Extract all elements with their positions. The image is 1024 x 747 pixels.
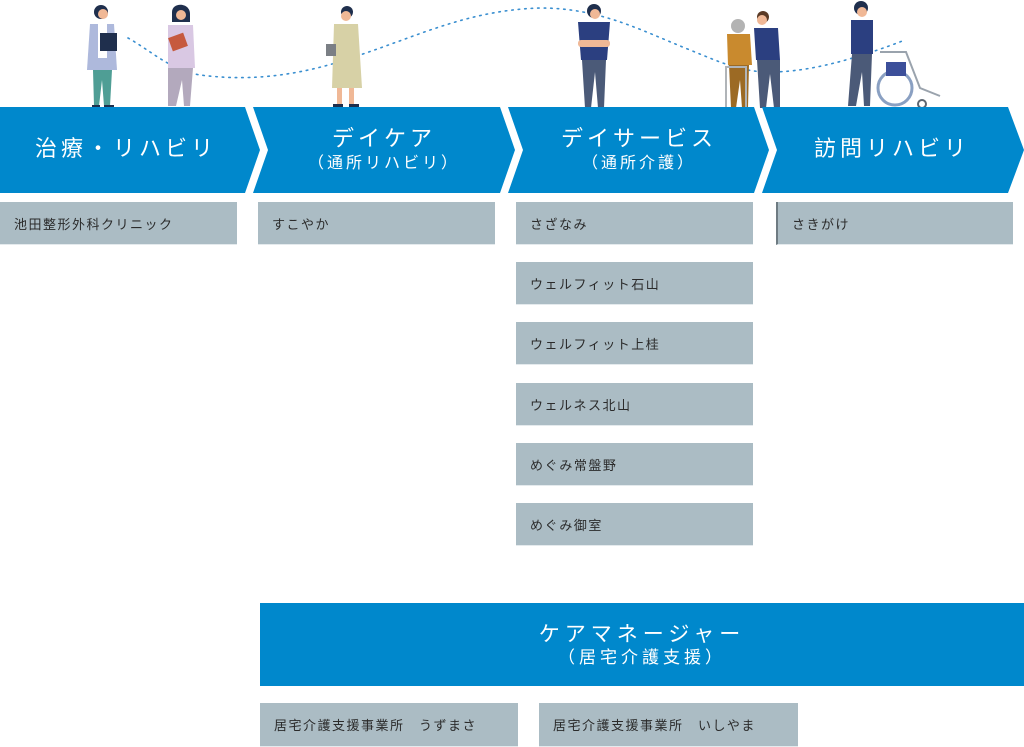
stage-treatment: 治療・リハビリ: [0, 107, 252, 193]
care-flow-illustration: [87, 1, 941, 110]
facility-sazanami[interactable]: さざなみ: [516, 202, 753, 245]
nurse-figure-icon: [168, 4, 195, 106]
facility-name: ウェルネス北山: [530, 398, 632, 414]
stage-chevron-dayservice: [508, 107, 769, 193]
office-name: 居宅介護支援事業所 いしやま: [553, 719, 756, 734]
stage-visit-rehab: 訪問リハビリ: [770, 107, 1014, 193]
facility-wellfit-ishiyama[interactable]: ウェルフィット石山: [516, 262, 753, 305]
dotted-connection-path: [127, 7, 906, 79]
wheelchair-figure-icon: [848, 1, 941, 109]
facility-name: めぐみ御室: [530, 518, 603, 534]
stage-chevron-daycare: [253, 107, 515, 193]
facility-sukoyaka[interactable]: すこやか: [258, 202, 495, 245]
caregiver-figure-icon: [578, 4, 610, 108]
facility-wellness-kitayama[interactable]: ウェルネス北山: [516, 383, 753, 426]
stage-title: デイケア: [331, 127, 436, 152]
facility-name: すこやか: [272, 217, 331, 233]
facility-ikeda-clinic[interactable]: 池田整形外科クリニック: [0, 202, 237, 245]
care-manager-subtitle: （居宅介護支援）: [558, 647, 726, 668]
elderly-walker-figure-icon: [725, 11, 780, 110]
stage-chevrons: [0, 107, 1024, 193]
facility-sakigake[interactable]: さきがけ: [776, 202, 1013, 245]
stage-title: デイサービス: [560, 127, 717, 152]
facility-wellfit-kamikatsura[interactable]: ウェルフィット上桂: [516, 322, 753, 365]
stage-dayservice: デイサービス （通所介護）: [516, 107, 762, 193]
facility-name: さざなみ: [530, 217, 589, 233]
stage-daycare: デイケア （通所リハビリ）: [262, 107, 506, 193]
stage-title: 治療・リハビリ: [34, 137, 217, 162]
office-ishiyama[interactable]: 居宅介護支援事業所 いしやま: [539, 703, 798, 747]
facility-megumi-tokiwano[interactable]: めぐみ常盤野: [516, 443, 753, 486]
office-uzumasa[interactable]: 居宅介護支援事業所 うずまさ: [260, 703, 518, 747]
facility-name: ウェルフィット上桂: [530, 337, 661, 353]
doctor-figure-icon: [87, 5, 117, 108]
facility-name: めぐみ常盤野: [530, 458, 618, 474]
stage-subtitle: （通所介護）: [581, 153, 696, 172]
stage-chevron-visit-rehab: [762, 107, 1024, 193]
care-manager-banner: ケアマネージャー （居宅介護支援）: [260, 603, 1024, 686]
care-manager-title: ケアマネージャー: [538, 621, 746, 646]
office-name: 居宅介護支援事業所 うずまさ: [274, 719, 478, 734]
facility-name: ウェルフィット石山: [530, 277, 661, 293]
facility-megumi-omuro[interactable]: めぐみ御室: [516, 503, 753, 546]
stage-subtitle: （通所リハビリ）: [307, 153, 460, 172]
patient-figure-icon: [326, 6, 362, 108]
facility-name: 池田整形外科クリニック: [14, 217, 174, 233]
stage-title: 訪問リハビリ: [813, 137, 970, 162]
stage-chevron-treatment: [0, 107, 260, 193]
facility-name: さきがけ: [792, 217, 851, 233]
